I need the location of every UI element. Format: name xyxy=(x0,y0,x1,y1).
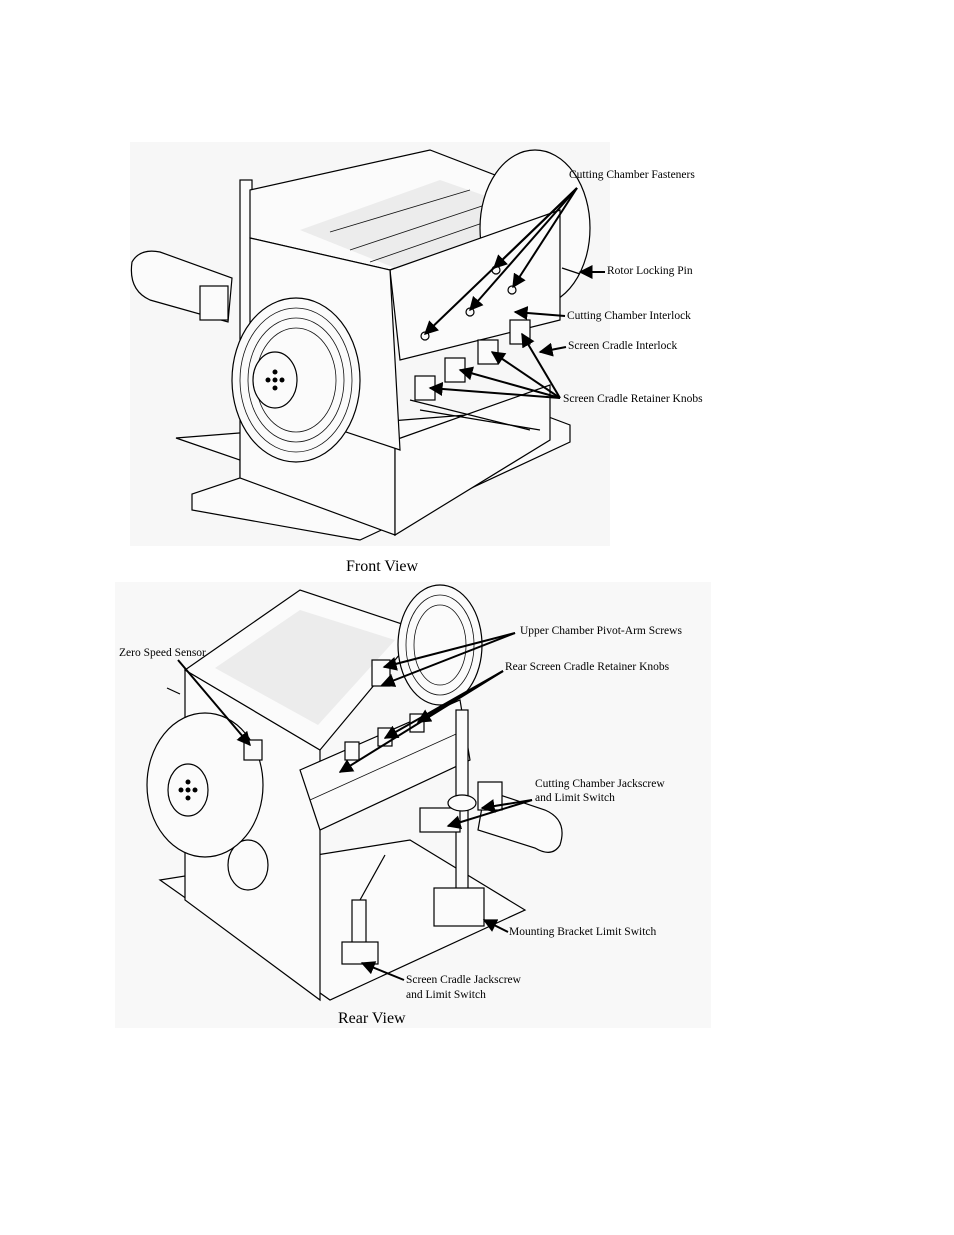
zero-speed-sensor xyxy=(243,739,263,761)
front-callout-arrows xyxy=(423,187,605,399)
front-knob-4 xyxy=(509,319,531,345)
caption-rear-view: Rear View xyxy=(338,1010,406,1027)
label-zero-speed-sensor: Zero Speed Sensor xyxy=(119,647,206,659)
front-cross-bar xyxy=(419,409,541,431)
screen-cradle-jackscrew-cylinder xyxy=(351,899,367,946)
label-upper-chamber-pivot-arm-screws: Upper Chamber Pivot-Arm Screws xyxy=(520,625,682,637)
label-cutting-chamber-jackscrew-line2: and Limit Switch xyxy=(535,792,615,804)
front-rotor-locking-pin xyxy=(561,267,581,275)
front-knob-3 xyxy=(477,339,499,365)
front-motor-box xyxy=(199,285,229,321)
front-frame-leg-right xyxy=(394,384,551,537)
rear-hopper-interior xyxy=(215,610,395,725)
rear-side-hole xyxy=(227,839,269,891)
cutting-chamber-jackscrew-block xyxy=(419,807,461,833)
label-cutting-chamber-jackscrew-line1: Cutting Chamber Jackscrew xyxy=(535,778,665,790)
label-rear-screen-cradle-retainer-knobs: Rear Screen Cradle Retainer Knobs xyxy=(505,661,670,673)
label-screen-cradle-jackscrew-line1: Screen Cradle Jackscrew xyxy=(406,974,522,986)
rear-callout-arrows xyxy=(177,632,533,981)
label-screen-cradle-retainer-knobs: Screen Cradle Retainer Knobs xyxy=(563,393,703,405)
label-screen-cradle-jackscrew-line2: and Limit Switch xyxy=(406,989,486,1001)
caption-front-view: Front View xyxy=(346,558,419,575)
label-cutting-chamber-interlock: Cutting Chamber Interlock xyxy=(567,310,691,322)
screen-cradle-jackscrew-base xyxy=(341,941,379,965)
label-screen-cradle-interlock: Screen Cradle Interlock xyxy=(568,340,677,352)
mounting-bracket-limit-switch xyxy=(433,887,485,927)
label-cutting-chamber-fasteners: Cutting Chamber Fasteners xyxy=(569,169,695,181)
rear-chamber xyxy=(299,699,471,831)
front-view-drawing xyxy=(130,142,610,546)
front-hopper-interior xyxy=(300,180,540,270)
label-rotor-locking-pin: Rotor Locking Pin xyxy=(607,265,693,277)
label-mounting-bracket-limit-switch: Mounting Bracket Limit Switch xyxy=(509,926,656,938)
